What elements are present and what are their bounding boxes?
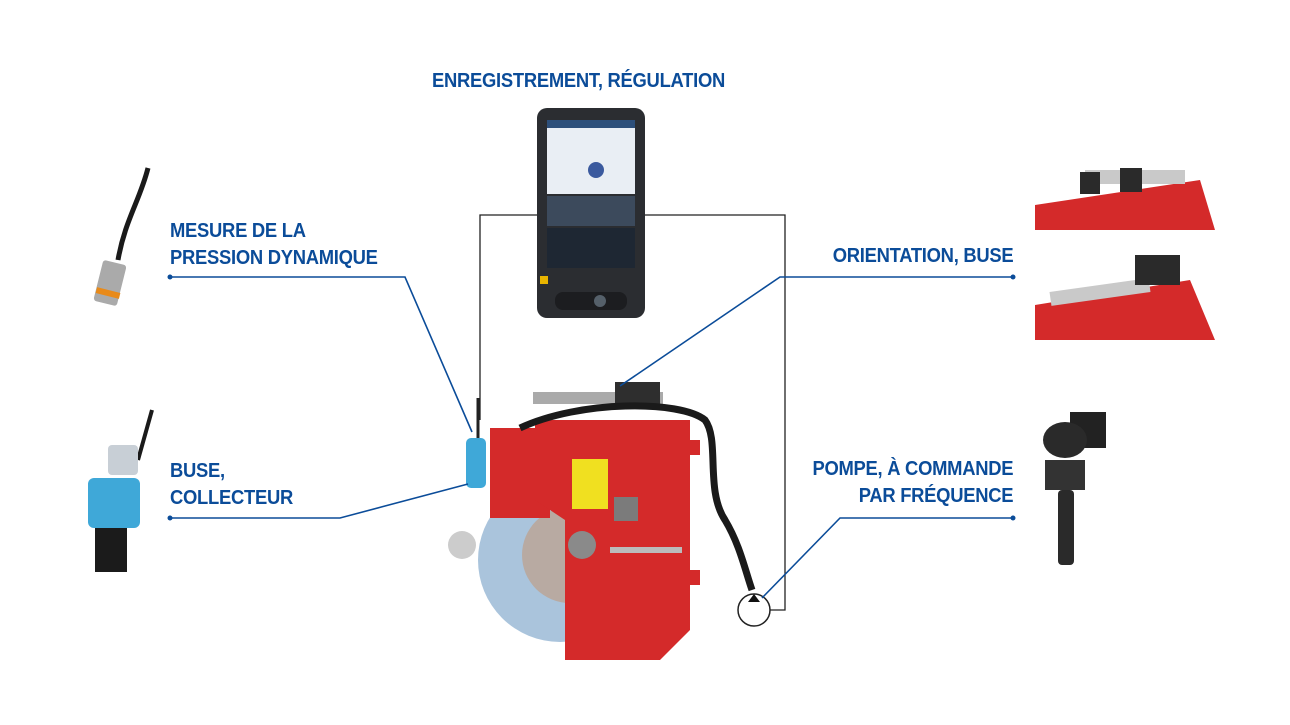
nozzle-collector-image: [88, 409, 154, 572]
label-pressure-line2: PRESSION DYNAMIQUE: [170, 247, 378, 269]
label-nozzle-line1: BUSE,: [170, 460, 225, 482]
label-pump-line2: PAR FRÉQUENCE: [858, 485, 1013, 507]
pump-symbol: [737, 593, 771, 627]
label-pressure-measurement: MESURE DE LA PRESSION DYNAMIQUE: [170, 218, 378, 272]
nozzle-orientation-image-top: [1035, 168, 1215, 230]
nozzle-orientation-image-bottom: [1035, 255, 1215, 340]
label-pump: POMPE, À COMMANDE PAR FRÉQUENCE: [812, 456, 1013, 510]
grinding-machine-image: [448, 382, 756, 660]
label-pump-line1: POMPE, À COMMANDE: [812, 458, 1013, 480]
label-pressure-line1: MESURE DE LA: [170, 220, 306, 242]
pressure-sensor-image: [93, 167, 151, 306]
leader-lines: [170, 276, 1013, 599]
control-panel-image: [537, 108, 645, 318]
label-regulation: ENREGISTREMENT, RÉGULATION: [432, 70, 726, 92]
label-orientation: ORIENTATION, BUSE: [832, 245, 1013, 267]
pump-image: [1043, 412, 1106, 565]
label-nozzle-line2: COLLECTEUR: [170, 487, 293, 509]
label-nozzle-collector: BUSE, COLLECTEUR: [170, 458, 293, 512]
leader-dots: [167, 274, 1016, 521]
control-wiring: [479, 214, 786, 611]
